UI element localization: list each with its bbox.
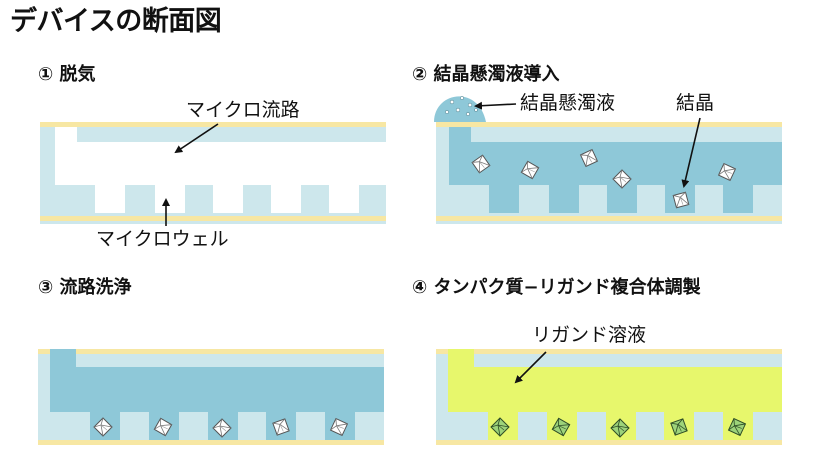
label-microchannel: マイクロ流路 <box>186 99 300 121</box>
bottom-film <box>38 440 384 445</box>
step-2-label: ② 結晶懸濁液導入 <box>412 64 560 85</box>
arrow-microchannel <box>174 123 219 154</box>
step-3-label: ③ 流路洗浄 <box>38 277 132 298</box>
bottom-film <box>436 440 782 445</box>
arrow-ligand-solution <box>514 351 547 384</box>
step-4-label: ④ タンパク質−リガンド複合体調製 <box>412 277 701 298</box>
top-film <box>436 349 782 354</box>
arrow-crystal-suspension <box>474 101 517 110</box>
panel-4-device <box>436 349 782 445</box>
top-film <box>38 349 384 354</box>
step-1-label: ① 脱気 <box>38 64 96 85</box>
label-crystal-suspension: 結晶懸濁液 <box>520 92 616 114</box>
ligand-channel <box>448 349 782 440</box>
arrow-crystal <box>681 117 701 188</box>
suspension-droplet <box>434 96 486 122</box>
bottom-film <box>40 216 386 221</box>
top-film <box>436 122 782 127</box>
panel-1-device <box>40 122 386 224</box>
label-microwell: マイクロウェル <box>96 228 229 250</box>
empty-channel <box>55 127 386 213</box>
top-film <box>40 122 386 127</box>
label-crystal: 結晶 <box>676 92 715 114</box>
bottom-film <box>436 216 782 221</box>
annotation-arrows <box>162 101 701 384</box>
page-title: デバイスの断面図 <box>10 6 222 37</box>
label-ligand-solution: リガンド溶液 <box>532 324 647 346</box>
